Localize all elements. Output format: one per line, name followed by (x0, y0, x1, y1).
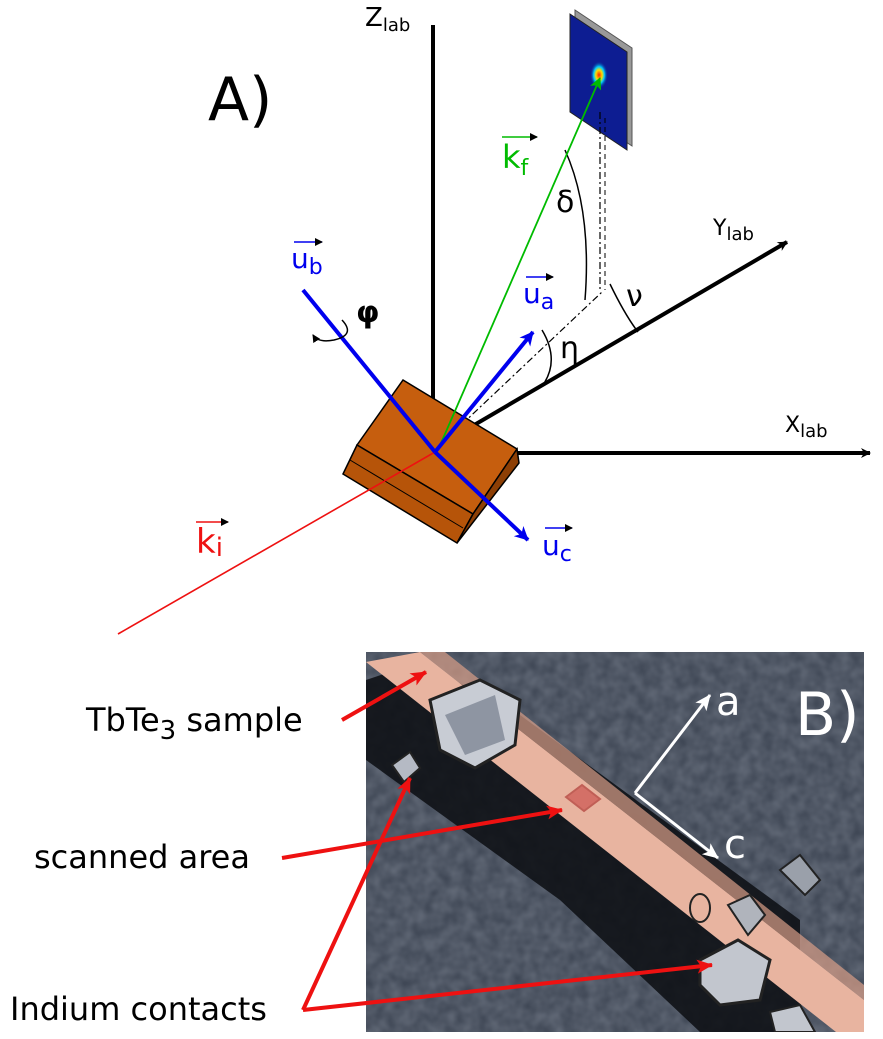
y-lab-label: Ylab (712, 216, 754, 245)
phi-label: φ (356, 295, 379, 330)
svg-text:ua: ua (523, 277, 554, 315)
nu-arc (609, 283, 639, 333)
x-lab-label: Xlab (785, 413, 828, 442)
delta-label: δ (556, 185, 574, 220)
nu-label: ν (626, 279, 643, 314)
svg-text:kf: kf (502, 138, 530, 181)
delta-arc (564, 149, 588, 301)
panel-b: B) a c TbTe3 sample scanned area Indium … (10, 652, 864, 1032)
eta-label: η (560, 331, 579, 366)
ki-beam (117, 451, 436, 635)
panel-a: A) Zlab Ylab Xlab δ ν η (117, 3, 871, 635)
kf-beam (437, 77, 602, 451)
panel-a-label: A) (208, 65, 272, 135)
scanned-area-arrow (281, 805, 563, 860)
svg-text:ub: ub (291, 242, 323, 280)
kf-label: kf (502, 133, 538, 181)
svg-text:ki: ki (196, 522, 223, 563)
ub-label: ub (291, 238, 323, 280)
z-lab-label: Zlab (365, 3, 410, 36)
uc-label: uc (542, 524, 573, 567)
a-direction-label: a (716, 679, 741, 725)
panel-b-label: B) (795, 680, 860, 750)
ki-label: ki (196, 518, 229, 563)
scanned-area-marker (564, 783, 602, 813)
ua-label: ua (523, 273, 554, 315)
kf-projection-horizontal (439, 291, 603, 446)
sample-block (342, 378, 520, 545)
ub-axis (301, 288, 437, 454)
sample-photo (366, 652, 864, 1032)
phi-rotation-arrow (312, 319, 349, 344)
detector-image (569, 9, 633, 151)
c-direction-label: c (724, 822, 746, 868)
sample-annotation: TbTe3 sample (85, 701, 303, 746)
indium-contacts-annotation: Indium contacts (10, 990, 267, 1028)
scanned-area-annotation: scanned area (34, 838, 250, 876)
indium-arrow-2 (302, 959, 713, 1012)
c-direction-arrow (634, 791, 719, 860)
eta-arc (541, 329, 552, 386)
a-direction-arrow (633, 694, 712, 794)
y-lab-axis (438, 240, 789, 447)
svg-text:uc: uc (542, 529, 572, 567)
uc-axis (433, 450, 530, 542)
indium-arrow-1 (301, 777, 412, 1011)
sample-arrow (341, 670, 427, 722)
ua-axis (433, 330, 535, 454)
